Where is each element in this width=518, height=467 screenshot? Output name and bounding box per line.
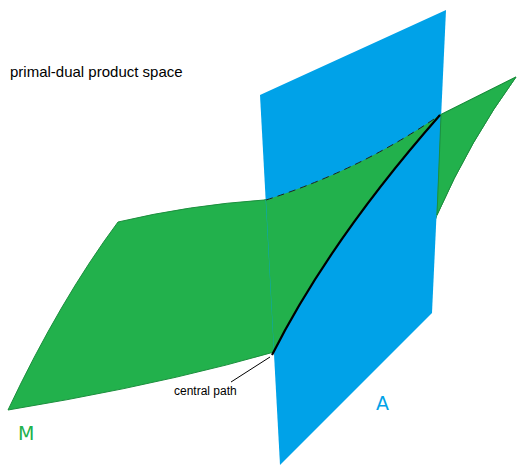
manifold-right <box>437 77 516 215</box>
affine-plane <box>260 10 446 465</box>
surface-label: M <box>18 423 34 444</box>
hidden-edge <box>266 115 440 200</box>
central-path-curve <box>272 115 440 355</box>
leader-line <box>231 357 270 382</box>
diagram-title: primal-dual product space <box>10 64 183 81</box>
plane-label: A <box>376 393 389 414</box>
manifold-front <box>266 115 440 355</box>
callout-label: central path <box>174 385 237 398</box>
